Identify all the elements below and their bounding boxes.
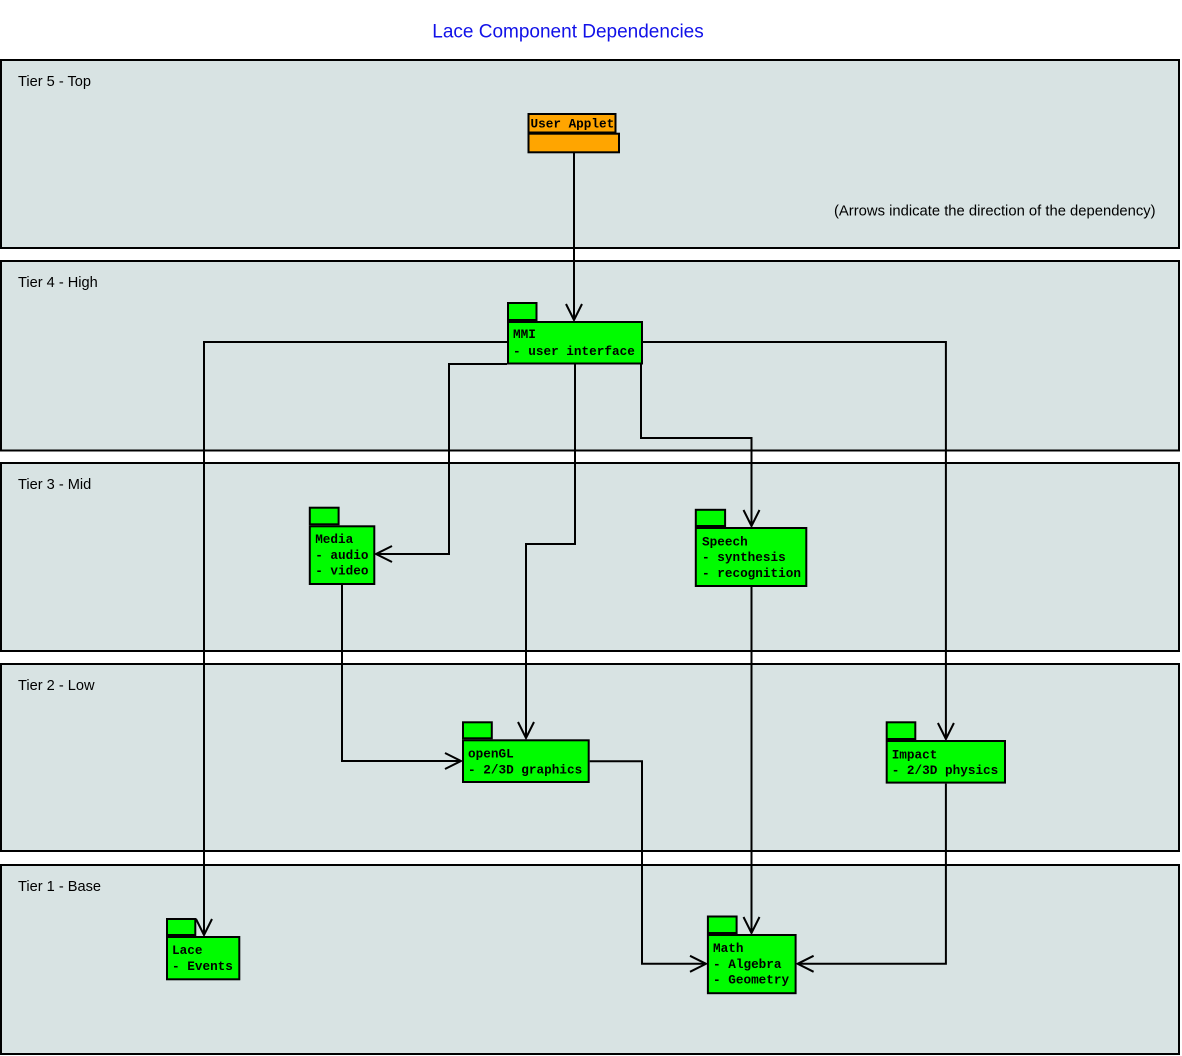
svg-text:- Algebra: - Algebra (713, 957, 782, 972)
svg-text:- synthesis: - synthesis (702, 550, 786, 565)
svg-text:MMI: MMI (513, 327, 536, 342)
svg-text:- recognition: - recognition (702, 566, 801, 581)
svg-text:- 2/3D physics: - 2/3D physics (892, 763, 999, 778)
svg-text:- user interface: - user interface (513, 344, 635, 359)
svg-text:- audio: - audio (315, 548, 369, 563)
svg-text:Tier 1 - Base: Tier 1 - Base (18, 879, 101, 895)
svg-text:- video: - video (315, 564, 369, 579)
svg-text:- 2/3D graphics: - 2/3D graphics (468, 763, 582, 778)
svg-text:Tier 4 - High: Tier 4 - High (18, 275, 98, 291)
svg-text:- Geometry: - Geometry (713, 973, 790, 988)
svg-text:Lace: Lace (172, 943, 202, 958)
svg-text:- Events: - Events (172, 959, 233, 974)
svg-text:User Applet: User Applet (531, 116, 615, 131)
svg-text:openGL: openGL (468, 747, 514, 762)
svg-text:Media: Media (315, 532, 353, 547)
svg-text:Impact: Impact (892, 747, 938, 762)
svg-text:Tier 5 - Top: Tier 5 - Top (18, 74, 91, 90)
svg-text:Tier 3 - Mid: Tier 3 - Mid (18, 477, 91, 493)
svg-text:Speech: Speech (702, 534, 748, 549)
svg-text:(Arrows indicate the direction: (Arrows indicate the direction of the de… (834, 204, 1156, 220)
svg-text:Lace Component Dependencies: Lace Component Dependencies (432, 22, 703, 43)
svg-text:Math: Math (713, 941, 743, 956)
svg-text:Tier 2 - Low: Tier 2 - Low (18, 678, 95, 694)
